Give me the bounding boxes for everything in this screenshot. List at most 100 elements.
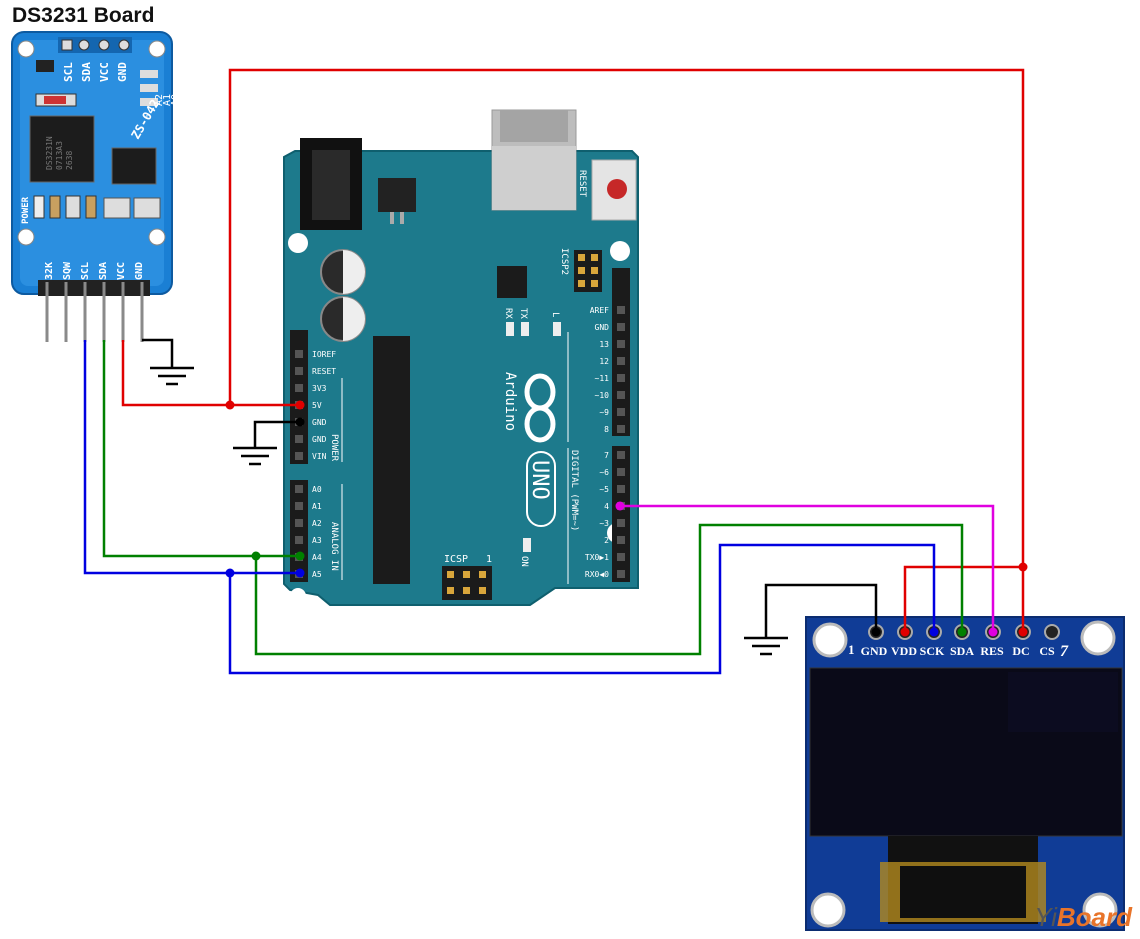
- digital-pin-label: AREF: [590, 306, 609, 315]
- ds3231-top-pin-label: SCL: [62, 62, 75, 82]
- digital-pin-label: GND: [595, 323, 610, 332]
- wire-junction: [251, 551, 261, 561]
- oled-pin-label: SCK: [920, 644, 945, 658]
- power-pin-label: 5V: [312, 401, 322, 410]
- analog-pin: [295, 536, 303, 544]
- oled-pin-label: GND: [861, 644, 888, 658]
- wire-junction: [900, 627, 910, 637]
- ds3231-top-pin-label: GND: [116, 62, 129, 82]
- digital-pin: [617, 485, 625, 493]
- ds3231-top-header: [58, 37, 132, 53]
- ds3231-top-pin-label: VCC: [98, 62, 111, 82]
- ds3231-bottom-pin-label: SDA: [98, 262, 109, 280]
- wire-junction: [295, 417, 305, 427]
- power-pin: [295, 452, 303, 460]
- ds3231-chip-text: 2638: [65, 151, 74, 170]
- digital-pin: [617, 408, 625, 416]
- analog-pin-label: A2: [312, 519, 322, 528]
- icsp-label: ICSP: [444, 554, 468, 565]
- digital-pin: [617, 570, 625, 578]
- digital-header-top: [612, 268, 630, 436]
- gnd-wire: [142, 338, 174, 368]
- ds3231-chip-text: 0713A3: [55, 141, 64, 170]
- vcc-wire: [228, 68, 1025, 632]
- digital-pin-label: 13: [599, 340, 609, 349]
- oled-pin-label: RES: [980, 644, 1004, 658]
- arduino-model: UNO: [527, 460, 552, 500]
- arduino-uno-board: RESET ICSP2 RX TX L Ard: [283, 109, 639, 606]
- digital-header-bottom: [612, 446, 630, 582]
- wire-junction: [615, 501, 625, 511]
- power-pin-label: 3V3: [312, 384, 327, 393]
- digital-pin-label: ~5: [599, 485, 609, 494]
- analog-pin-label: A4: [312, 553, 322, 562]
- wire-junction: [957, 627, 967, 637]
- analog-pin-label: A1: [312, 502, 322, 511]
- ds3231-bottom-header: [38, 280, 150, 342]
- analog-pin: [295, 519, 303, 527]
- ground-symbol-icon: [233, 446, 277, 466]
- power-pin-label: RESET: [312, 367, 336, 376]
- wire-junction: [871, 627, 881, 637]
- analog-pin: [295, 502, 303, 510]
- digital-pin-label: ~9: [599, 408, 609, 417]
- icsp-header: [442, 566, 492, 600]
- ground-symbol-icon: [150, 366, 194, 386]
- power-pin-label: VIN: [312, 452, 327, 461]
- vcc-wire: [121, 340, 300, 407]
- digital-pin-label: ~10: [595, 391, 610, 400]
- oled-pin-pad: [1044, 624, 1060, 640]
- scl-wire: [228, 543, 936, 675]
- wire-junction: [1018, 627, 1028, 637]
- watermark-suffix: Board: [1056, 902, 1132, 932]
- ds3231-chip-text: DS3231N: [45, 136, 54, 170]
- led-label: TX: [518, 308, 528, 319]
- ds3231-address-label: A0: [170, 94, 181, 106]
- analog-group-label: ANALOG IN: [329, 522, 339, 571]
- reset-label: RESET: [577, 170, 587, 198]
- ds3231-bottom-pin-label: VCC: [116, 262, 127, 280]
- oled-pin-label: VDD: [891, 644, 917, 658]
- digital-pin-label: ~3: [599, 519, 609, 528]
- analog-pin-label: A3: [312, 536, 322, 545]
- power-header: [290, 330, 308, 464]
- ds3231-board: SCL SDA VCC GND DS3231N 0713A3 2638 A0 A…: [11, 31, 181, 342]
- diagram-title: DS3231 Board: [12, 4, 155, 27]
- power-group-label: POWER: [329, 434, 339, 462]
- usb-connector: [491, 109, 577, 211]
- digital-pin-label: 4: [604, 502, 609, 511]
- digital-pin: [617, 374, 625, 382]
- voltage-regulator: [378, 178, 416, 212]
- analog-pin-label: A5: [312, 570, 322, 579]
- wire-junction: [295, 568, 305, 578]
- ds3231-address-label: A1: [162, 94, 173, 106]
- power-pin: [295, 367, 303, 375]
- wire-junction: [295, 551, 305, 561]
- power-pin-label: IOREF: [312, 350, 336, 359]
- reset-button[interactable]: [591, 159, 637, 221]
- wire-junction: [295, 400, 305, 410]
- digital-pin-label: 8: [604, 425, 609, 434]
- power-pin-label: GND: [312, 418, 327, 427]
- digital-pin-label: RX0◀0: [585, 570, 609, 579]
- digital-pin: [617, 451, 625, 459]
- sda-wire: [254, 523, 964, 656]
- led-label: RX: [503, 308, 513, 319]
- analog-pin-label: A0: [312, 485, 322, 494]
- digital-pin-label: ~6: [599, 468, 609, 477]
- ds3231-address-jumpers: [140, 70, 158, 106]
- wire-junction: [225, 568, 235, 578]
- analog-header: [290, 480, 308, 582]
- ds3231-address-label: A2: [154, 94, 165, 106]
- ds3231-bottom-pin-label: 32K: [44, 262, 55, 280]
- power-pin: [295, 384, 303, 392]
- ds3231-bottom-pin-label: SCL: [80, 262, 91, 280]
- ds3231-chip: DS3231N 0713A3 2638: [29, 115, 95, 183]
- atmega-chip: [373, 336, 410, 584]
- ds3231-top-pin-label: SDA: [80, 62, 93, 82]
- oled-pin-seven: 7: [1060, 643, 1069, 660]
- oled-pin-one: 1: [848, 642, 855, 657]
- digital-pin: [617, 391, 625, 399]
